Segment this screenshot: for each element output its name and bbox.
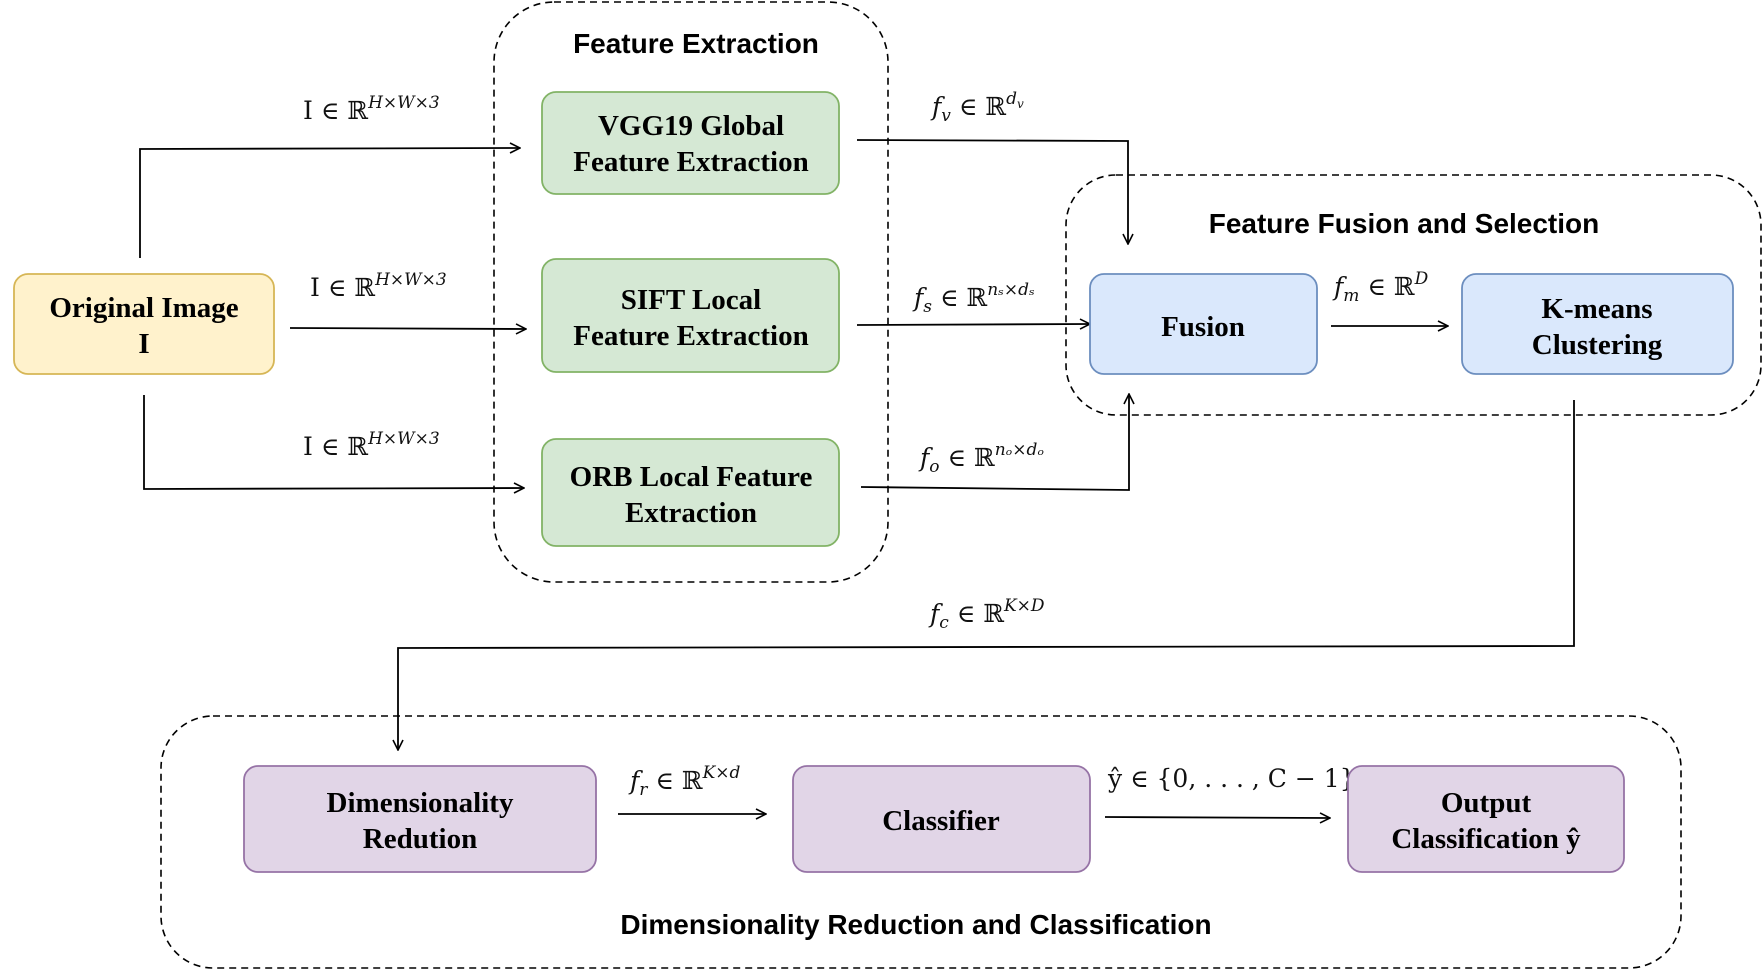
classifier-label: Classifier — [882, 805, 1000, 837]
edge-vgg19-to-fusion — [856, 139, 1128, 244]
node-fusion[interactable]: Fusion — [1089, 273, 1318, 375]
sift-label-line1: SIFT Local — [621, 284, 761, 316]
fusion-selection-group — [1065, 174, 1762, 416]
kmeans-box[interactable] — [1461, 273, 1734, 375]
dimred-label-line2: Redution — [363, 823, 477, 855]
original-image-box[interactable] — [13, 273, 275, 375]
label-kmeans-output: fc ∈ ℝK×D — [928, 596, 1045, 633]
reduction-classification-title: Dimensionality Reduction and Classificat… — [620, 909, 1211, 940]
feature-extraction-group — [493, 1, 889, 583]
output-label-line2: Classification ŷ — [1391, 823, 1581, 855]
node-original-image[interactable]: Original Image I — [13, 273, 275, 375]
orb-box[interactable] — [541, 438, 840, 547]
edge-sift-to-fusion — [856, 324, 1090, 325]
label-image-to-orb: I ∈ ℝH×W×3 — [303, 429, 440, 461]
vgg19-label-line1: VGG19 Global — [598, 110, 784, 142]
original-image-label-line2: I — [138, 328, 149, 360]
sift-label-line2: Feature Extraction — [573, 320, 808, 352]
original-image-label-line1: Original Image — [49, 292, 238, 324]
vgg19-label-line2: Feature Extraction — [573, 146, 808, 178]
edge-classifier-to-output — [1104, 817, 1330, 818]
reduction-classification-group — [160, 715, 1682, 969]
label-vgg19-output: fv ∈ ℝdv — [930, 89, 1024, 126]
node-sift[interactable]: SIFT Local Feature Extraction — [541, 258, 840, 373]
node-orb[interactable]: ORB Local Feature Extraction — [541, 438, 840, 547]
dimred-label-line1: Dimensionality — [327, 787, 514, 819]
orb-label-line1: ORB Local Feature — [570, 461, 813, 493]
label-image-to-sift: I ∈ ℝH×W×3 — [310, 270, 447, 302]
node-dimensionality-reduction[interactable]: Dimensionality Redution — [243, 765, 597, 873]
edge-labels: I ∈ ℝH×W×3 I ∈ ℝH×W×3 I ∈ ℝH×W×3 fv ∈ ℝd… — [303, 89, 1429, 800]
label-dimred-output: fr ∈ ℝK×d — [628, 763, 741, 800]
sift-box[interactable] — [541, 258, 840, 373]
dimred-box[interactable] — [243, 765, 597, 873]
kmeans-label-line2: Clustering — [1532, 329, 1663, 361]
label-classifier-output: ŷ ∈ {0, . . . , C − 1} — [1107, 764, 1356, 793]
node-vgg19[interactable]: VGG19 Global Feature Extraction — [541, 91, 840, 195]
label-sift-output: fs ∈ ℝnₛ×dₛ — [912, 280, 1035, 317]
edge-orb-to-fusion — [860, 394, 1129, 491]
edge-image-to-vgg19 — [139, 148, 520, 258]
edge-image-to-orb — [143, 395, 524, 489]
label-image-to-vgg19: I ∈ ℝH×W×3 — [303, 93, 440, 125]
output-box[interactable] — [1347, 765, 1625, 873]
edge-image-to-sift — [289, 328, 526, 329]
kmeans-label-line1: K-means — [1541, 293, 1652, 325]
node-classifier[interactable]: Classifier — [792, 765, 1091, 873]
node-kmeans[interactable]: K-means Clustering — [1461, 273, 1734, 375]
edge-kmeans-to-dimred — [398, 400, 1575, 750]
label-fusion-output: fm ∈ ℝD — [1332, 269, 1429, 306]
feature-extraction-title: Feature Extraction — [573, 28, 819, 59]
classifier-box[interactable] — [792, 765, 1091, 873]
label-orb-output: fo ∈ ℝnₒ×dₒ — [918, 440, 1044, 477]
fusion-label: Fusion — [1161, 311, 1245, 343]
fusion-box[interactable] — [1089, 273, 1318, 375]
node-output[interactable]: Output Classification ŷ — [1347, 765, 1625, 873]
edges — [139, 139, 1575, 818]
output-label-line1: Output — [1441, 787, 1532, 819]
fusion-selection-title: Feature Fusion and Selection — [1209, 208, 1600, 239]
orb-label-line2: Extraction — [625, 497, 757, 529]
vgg19-box[interactable] — [541, 91, 840, 195]
